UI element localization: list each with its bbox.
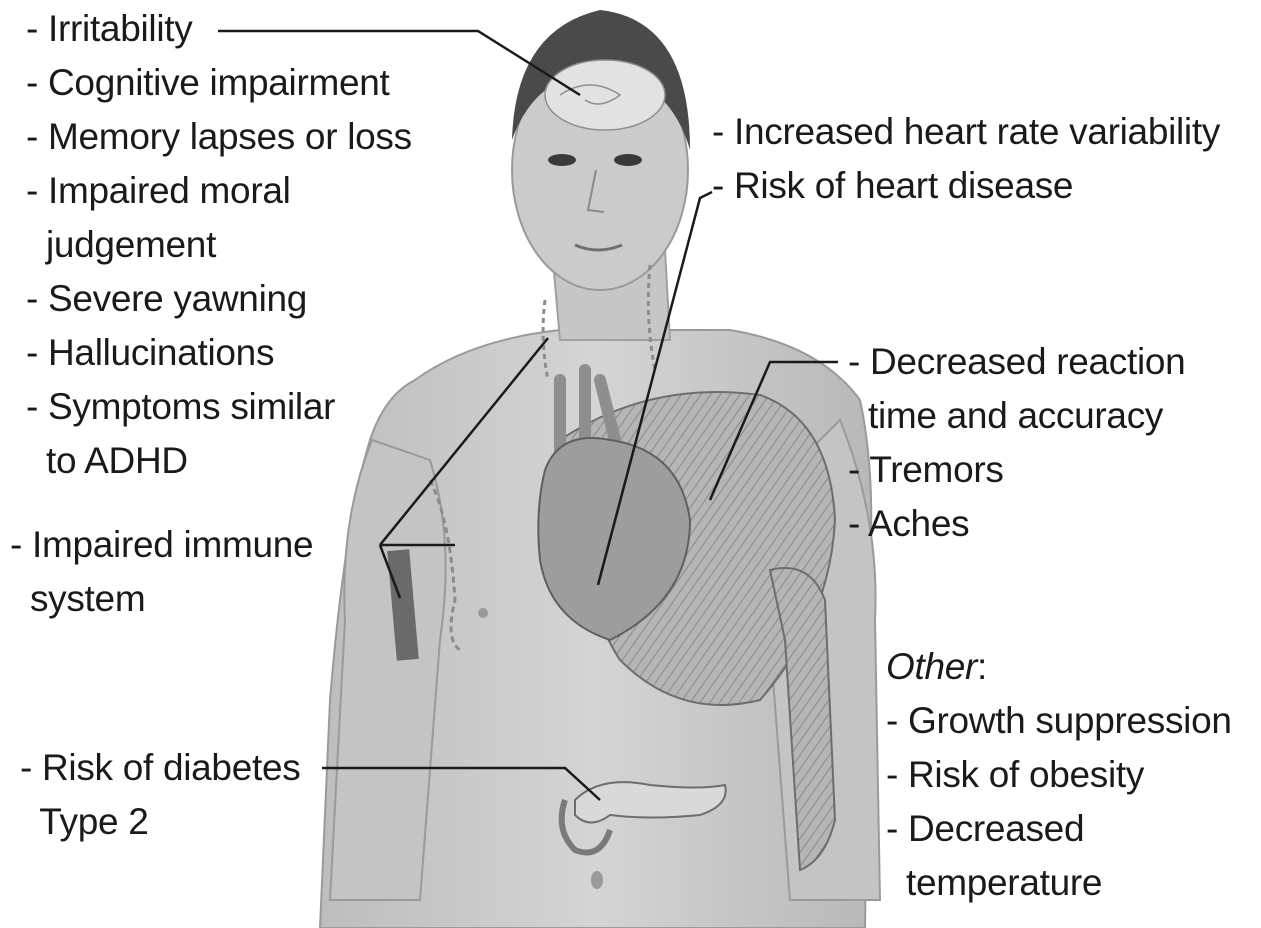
- label-severe-yawning: - Severe yawning: [26, 272, 412, 326]
- other-heading-colon: :: [977, 646, 987, 687]
- left-eye: [548, 154, 576, 166]
- other-effects-list: Other: - Growth suppression - Risk of ob…: [886, 640, 1232, 910]
- label-irritability: - Irritability: [26, 2, 412, 56]
- label-cognitive-impairment: - Cognitive impairment: [26, 56, 412, 110]
- right-eye: [614, 154, 642, 166]
- label-aches: - Aches: [848, 497, 1185, 551]
- heart-effects-list: - Increased heart rate variability - Ris…: [712, 105, 1220, 213]
- label-judgement: judgement: [26, 218, 412, 272]
- label-to-adhd: to ADHD: [26, 434, 412, 488]
- label-risk-heart-disease: - Risk of heart disease: [712, 159, 1220, 213]
- label-risk-of-obesity: - Risk of obesity: [886, 748, 1232, 802]
- label-symptoms-similar: - Symptoms similar: [26, 380, 412, 434]
- label-temperature: temperature: [886, 856, 1232, 910]
- brain-effects-list: - Irritability - Cognitive impairment - …: [26, 2, 412, 488]
- nipple: [478, 608, 488, 618]
- label-decreased: - Decreased: [886, 802, 1232, 856]
- other-heading-text: Other: [886, 646, 977, 687]
- label-growth-suppression: - Growth suppression: [886, 694, 1232, 748]
- diabetes-effects-list: - Risk of diabetes Type 2: [20, 741, 300, 849]
- label-hallucinations: - Hallucinations: [26, 326, 412, 380]
- label-system: system: [10, 572, 313, 626]
- label-decreased-reaction: - Decreased reaction: [848, 335, 1185, 389]
- label-impaired-moral: - Impaired moral: [26, 164, 412, 218]
- immune-effects-list: - Impaired immune system: [10, 518, 313, 626]
- label-risk-of-diabetes: - Risk of diabetes: [20, 741, 300, 795]
- brain-overlay: [545, 60, 665, 130]
- other-heading: Other:: [886, 640, 1232, 694]
- label-time-accuracy: time and accuracy: [848, 389, 1185, 443]
- label-impaired-immune: - Impaired immune: [10, 518, 313, 572]
- label-tremors: - Tremors: [848, 443, 1185, 497]
- label-memory-lapses: - Memory lapses or loss: [26, 110, 412, 164]
- navel: [591, 871, 603, 889]
- head: [512, 10, 690, 290]
- label-type-2: Type 2: [20, 795, 300, 849]
- label-heart-rate-variability: - Increased heart rate variability: [712, 105, 1220, 159]
- muscle-effects-list: - Decreased reaction time and accuracy -…: [848, 335, 1185, 551]
